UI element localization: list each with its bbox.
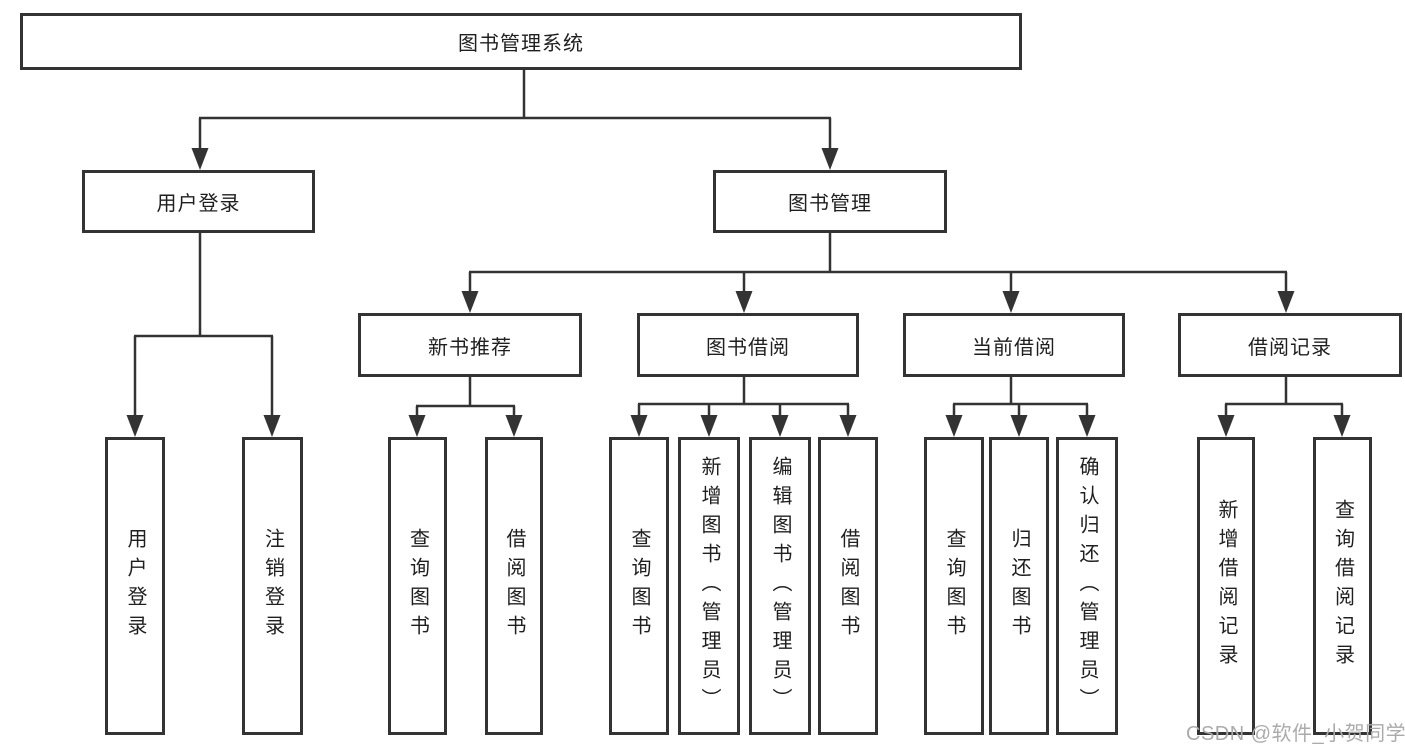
leaf-return-book-label: 归还图书 bbox=[1008, 528, 1030, 644]
csdn-watermark: CSDN @软件_小贺同学 bbox=[1186, 723, 1405, 745]
leaf-edit-book-admin-label: 编辑图书（管理员） bbox=[769, 455, 791, 717]
leaf-borrow-book-recommend-label: 借阅图书 bbox=[503, 528, 525, 644]
leaf-confirm-return-admin-label: 确认归还（管理员） bbox=[1076, 455, 1098, 717]
node-current-borrowing-label: 当前借阅 bbox=[972, 336, 1056, 359]
node-book-management: 图书管理 bbox=[713, 170, 947, 233]
leaf-confirm-return-admin: 确认归还（管理员） bbox=[1056, 437, 1118, 735]
node-borrowing-records-label: 借阅记录 bbox=[1248, 336, 1332, 359]
node-borrowing-records: 借阅记录 bbox=[1178, 313, 1402, 377]
leaf-query-borrow-record: 查询借阅记录 bbox=[1313, 437, 1372, 735]
leaf-borrow-book-recommend: 借阅图书 bbox=[485, 437, 543, 735]
leaf-add-book-admin-label: 新增图书（管理员） bbox=[698, 455, 720, 717]
node-root: 图书管理系统 bbox=[20, 13, 1022, 70]
leaf-return-book: 归还图书 bbox=[989, 437, 1049, 735]
leaf-add-borrow-record-label: 新增借阅记录 bbox=[1215, 499, 1237, 673]
leaf-query-book-borrowing-label: 查询图书 bbox=[628, 528, 650, 644]
node-new-book-recommend-label: 新书推荐 bbox=[428, 336, 512, 359]
leaf-query-book-recommend: 查询图书 bbox=[388, 437, 447, 735]
leaf-borrow-book: 借阅图书 bbox=[818, 437, 878, 735]
node-book-management-label: 图书管理 bbox=[788, 193, 872, 215]
leaf-query-book-borrowing: 查询图书 bbox=[609, 437, 669, 735]
node-current-borrowing: 当前借阅 bbox=[903, 313, 1125, 377]
arrowhead-icons bbox=[126, 148, 1351, 437]
leaf-logout-label: 注销登录 bbox=[261, 528, 284, 644]
leaf-query-book-recommend-label: 查询图书 bbox=[406, 528, 429, 644]
node-book-borrowing: 图书借阅 bbox=[637, 313, 859, 377]
leaf-edit-book-admin: 编辑图书（管理员） bbox=[749, 437, 811, 735]
node-user-login: 用户登录 bbox=[82, 170, 315, 233]
leaf-user-login-label: 用户登录 bbox=[124, 528, 146, 644]
node-book-borrowing-label: 图书借阅 bbox=[706, 336, 790, 359]
leaf-borrow-book-label: 借阅图书 bbox=[837, 528, 859, 644]
leaf-query-book-current-label: 查询图书 bbox=[943, 528, 965, 644]
node-new-book-recommend: 新书推荐 bbox=[358, 313, 582, 377]
leaf-user-login: 用户登录 bbox=[105, 437, 165, 735]
leaf-query-book-current: 查询图书 bbox=[924, 437, 984, 735]
leaf-add-book-admin: 新增图书（管理员） bbox=[678, 437, 740, 735]
leaf-logout: 注销登录 bbox=[242, 437, 303, 735]
node-root-label: 图书管理系统 bbox=[458, 33, 584, 55]
node-user-login-label: 用户登录 bbox=[156, 193, 241, 215]
leaf-add-borrow-record: 新增借阅记录 bbox=[1197, 437, 1255, 735]
leaf-query-borrow-record-label: 查询借阅记录 bbox=[1331, 499, 1354, 673]
